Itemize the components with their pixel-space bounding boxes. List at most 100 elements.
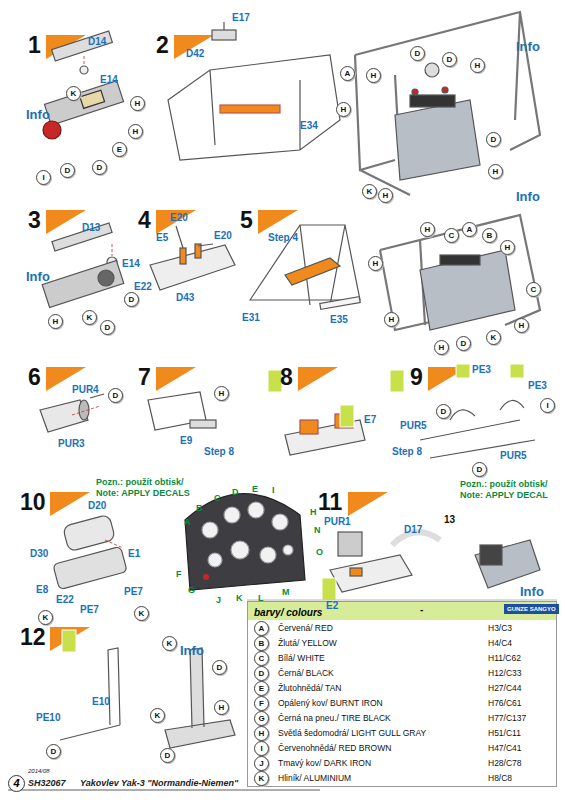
step-number: 9 [410,365,423,390]
part-number: E9 [180,435,192,446]
colour-callout: D [212,660,227,675]
footer-text: Yakovlev Yak-3 "Normandie-Niemen" [80,779,238,789]
decal-letter: B [196,504,203,514]
text-label: Hliník/ ALUMINIUM [278,774,351,783]
text-label: Červená/ RED [278,624,333,633]
decal-letter: G [188,586,195,596]
step-number: 7 [138,365,151,390]
text-label: H4/C4 [488,639,512,648]
text-label: H77/C137 [488,714,526,723]
part-number: PUR5 [500,450,527,461]
colour-callout: B [482,228,497,243]
text-label: Opálený kov/ BURNT IRON [278,699,383,708]
colour-callout: H [128,124,143,139]
part-number: D42 [186,48,204,59]
date-code: 2014/08 [28,768,50,775]
part-number: PE7 [124,586,143,597]
part-number: E34 [300,120,318,131]
colour-callout: H [384,312,399,327]
text-label: - [420,604,423,615]
part-number: E22 [56,594,74,605]
colour-callout: H [214,700,229,715]
text-label: H76/C61 [488,699,522,708]
colour-callout: H [48,314,63,329]
colour-callout: K [66,86,81,101]
part-number: E8 [36,584,48,595]
colour-callout: C [254,651,269,666]
colour-callout: H [368,256,383,271]
colour-callout: H [420,222,435,237]
colour-callout: H [378,188,393,203]
info-label: Info [516,190,540,204]
colour-callout: H [336,102,351,117]
decal-letter: C [214,494,221,504]
part-number: E10 [92,696,110,707]
colour-callout: F [254,696,269,711]
decal-letter: J [216,596,221,606]
part-number: Step 8 [204,446,234,457]
colour-callout: H [500,240,515,255]
note-text: Note: APPLY DECALS [96,489,190,499]
colour-callout: D [436,404,451,419]
part-number: D13 [82,222,100,233]
colour-callout: D [410,46,425,61]
part-number: E7 [364,414,376,425]
info-label: Info [516,40,540,54]
part-number: Step 4 [268,232,298,243]
part-number: E14 [122,258,140,269]
part-number: PUR5 [400,420,427,431]
table-heading: barvy/ colours [248,604,328,621]
colour-callout: K [134,606,149,621]
colour-callout: H [488,164,503,179]
colour-callout: K [38,610,53,625]
footer-text: SH32067 [28,779,66,789]
text-label: H3/C3 [488,624,512,633]
colour-callout: I [254,741,269,756]
text-label: Červenohnědá/ RED BROWN [278,744,391,753]
step-number: 3 [28,208,41,233]
colour-callout: K [150,708,165,723]
page-number: 4 [8,775,25,792]
part-number: E20 [214,230,232,241]
colour-callout: I [540,398,555,413]
text-label: Žlutá/ YELLOW [278,639,337,648]
part-number: PE7 [80,604,99,615]
decal-letter: M [282,588,290,598]
text-label: H27/C44 [488,684,522,693]
text-label: Černá na pneu./ TIRE BLACK [278,714,391,723]
text-label: Světlá šedomodrá/ LIGHT GULL GRAY [278,729,426,738]
part-number: E1 [128,548,140,559]
step-number: 8 [280,365,293,390]
step-number: 4 [138,208,151,233]
text-label: H28/C78 [488,759,522,768]
colour-callout: D [100,320,115,335]
colour-callout: H [130,96,145,111]
note-text: Note: APPLY DECAL [460,491,548,501]
colour-callout: H [514,318,529,333]
colour-callout: G [254,711,269,726]
info-label: Info [520,585,544,599]
text-label: Tmavý kov/ DARK IRON [278,759,371,768]
part-number: PUR3 [58,438,85,449]
colour-callout: H [366,68,381,83]
text-label: H51/C11 [488,729,521,738]
colour-callout: K [362,184,377,199]
text-label: Černá/ BLACK [278,669,334,678]
text-label: H12/C33 [488,669,522,678]
step-number: 12 [20,625,46,650]
part-number: E2 [326,600,338,611]
colour-callout: D [472,462,487,477]
colour-callout: K [486,330,501,345]
text-label: Bílá/ WHITE [278,654,325,663]
decal-letter: A [184,518,191,528]
colour-callout: D [60,163,75,178]
decal-letter: O [316,548,323,558]
part-number: D20 [88,500,106,511]
colour-callout: I [36,170,51,185]
colour-callout: D [254,666,269,681]
text-label: H11/C62 [488,654,521,663]
part-number: PE10 [36,712,60,723]
part-number: PE3 [472,364,491,375]
colour-callout: A [254,621,269,636]
step-number: 11 [318,490,342,515]
